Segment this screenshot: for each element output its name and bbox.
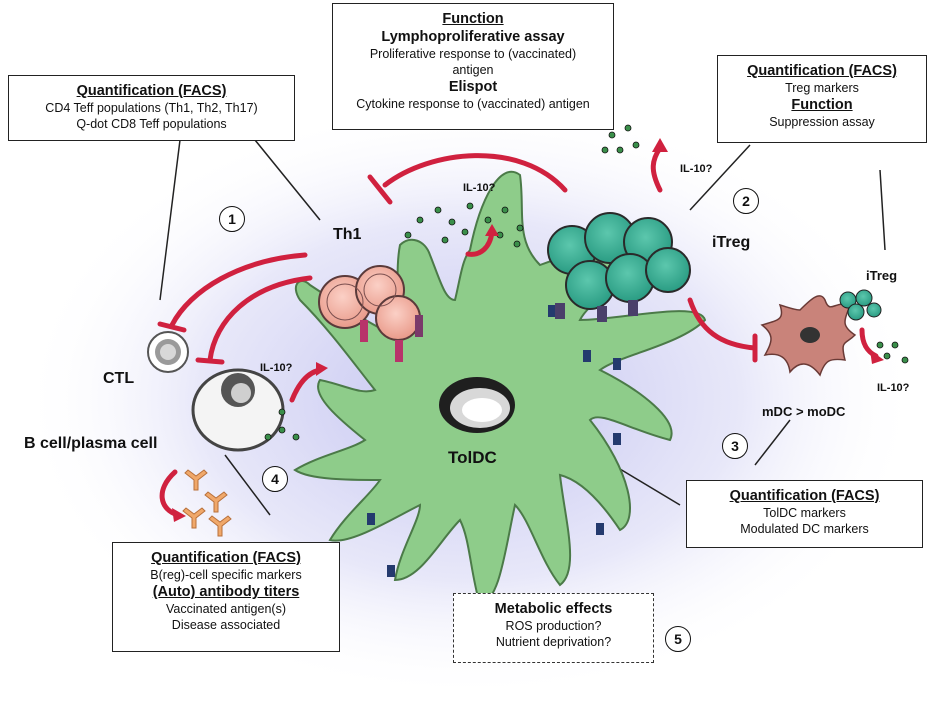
itreg-small-label: iTreg bbox=[866, 268, 898, 283]
step-number-3: 3 bbox=[722, 433, 748, 459]
cytokine-text: Cytokine response to (vaccinated) antige… bbox=[356, 97, 590, 111]
ctl-cell bbox=[147, 331, 189, 373]
b-cell bbox=[191, 368, 285, 452]
facs-teff-heading: Quantification (FACS) bbox=[76, 83, 227, 99]
disease-associated-text: Disease associated bbox=[171, 618, 281, 632]
mdc-cell bbox=[760, 289, 882, 377]
il10-bcell-label: IL-10? bbox=[260, 362, 293, 374]
facs-bcell-heading: Quantification (FACS) bbox=[151, 550, 301, 566]
antibodies bbox=[182, 469, 232, 537]
facs-treg-heading: Quantification (FACS) bbox=[747, 63, 897, 79]
proliferative-text: Proliferative response to (vaccinated) bbox=[369, 47, 577, 61]
breg-markers-text: B(reg)-cell specific markers bbox=[150, 568, 302, 582]
nutrient-text: Nutrient deprivation? bbox=[495, 635, 612, 649]
vaccinated-antigens-text: Vaccinated antigen(s) bbox=[166, 602, 286, 616]
step-number-2: 2 bbox=[733, 188, 759, 214]
cd4-teff-text: CD4 Teff populations (Th1, Th2, Th17) bbox=[45, 101, 258, 115]
facs-toldc-heading: Quantification (FACS) bbox=[729, 488, 880, 504]
step-number-5: 5 bbox=[665, 626, 691, 652]
treg-markers-text: Treg markers bbox=[785, 81, 859, 95]
function-heading: Function bbox=[442, 11, 504, 27]
function-assay-box: Function Lymphoproliferative assay Proli… bbox=[332, 3, 614, 130]
treg-function-heading: Function bbox=[791, 97, 853, 113]
elispot-heading: Elispot bbox=[448, 79, 498, 95]
bcell-label: B cell/plasma cell bbox=[24, 435, 158, 452]
antibody-titers-heading: (Auto) antibody titers bbox=[152, 584, 300, 600]
lymphoproliferative-heading: Lymphoproliferative assay bbox=[381, 29, 565, 45]
arrow-heads bbox=[172, 138, 884, 522]
il10-treg-label: IL-10? bbox=[680, 163, 713, 175]
toldc-label: TolDC bbox=[448, 448, 497, 467]
itreg-main-label: iTreg bbox=[712, 234, 751, 251]
ctl-label: CTL bbox=[103, 370, 135, 387]
metabolic-heading: Metabolic effects bbox=[494, 601, 613, 617]
itreg-cells bbox=[547, 212, 691, 322]
il10-molecules bbox=[264, 124, 909, 441]
facs-treg-box: Quantification (FACS) Treg markers Funct… bbox=[717, 55, 927, 143]
step-number-1: 1 bbox=[219, 206, 245, 232]
connector-lines bbox=[159, 139, 886, 516]
mdc-label: mDC > moDC bbox=[762, 404, 846, 419]
facs-toldc-box: Quantification (FACS) TolDC markers Modu… bbox=[686, 480, 923, 548]
metabolic-effects-box: Metabolic effects ROS production? Nutrie… bbox=[453, 593, 654, 663]
suppression-assay-text: Suppression assay bbox=[769, 115, 875, 129]
il10-center-label: IL-10? bbox=[463, 182, 496, 194]
toldc-markers-text: TolDC markers bbox=[763, 506, 846, 520]
dc-receptors bbox=[367, 305, 621, 577]
ros-text: ROS production? bbox=[505, 619, 602, 633]
modulated-dc-text: Modulated DC markers bbox=[740, 522, 869, 536]
th1-cells bbox=[318, 265, 423, 362]
il10-right-label: IL-10? bbox=[877, 382, 910, 394]
facs-teff-box: Quantification (FACS) CD4 Teff populatio… bbox=[8, 75, 295, 141]
th1-label: Th1 bbox=[333, 226, 362, 243]
facs-bcell-box: Quantification (FACS) B(reg)-cell specif… bbox=[112, 542, 340, 652]
antigen-text: antigen bbox=[452, 63, 494, 77]
qdot-cd8-text: Q-dot CD8 Teff populations bbox=[76, 117, 227, 131]
step-number-4: 4 bbox=[262, 466, 288, 492]
